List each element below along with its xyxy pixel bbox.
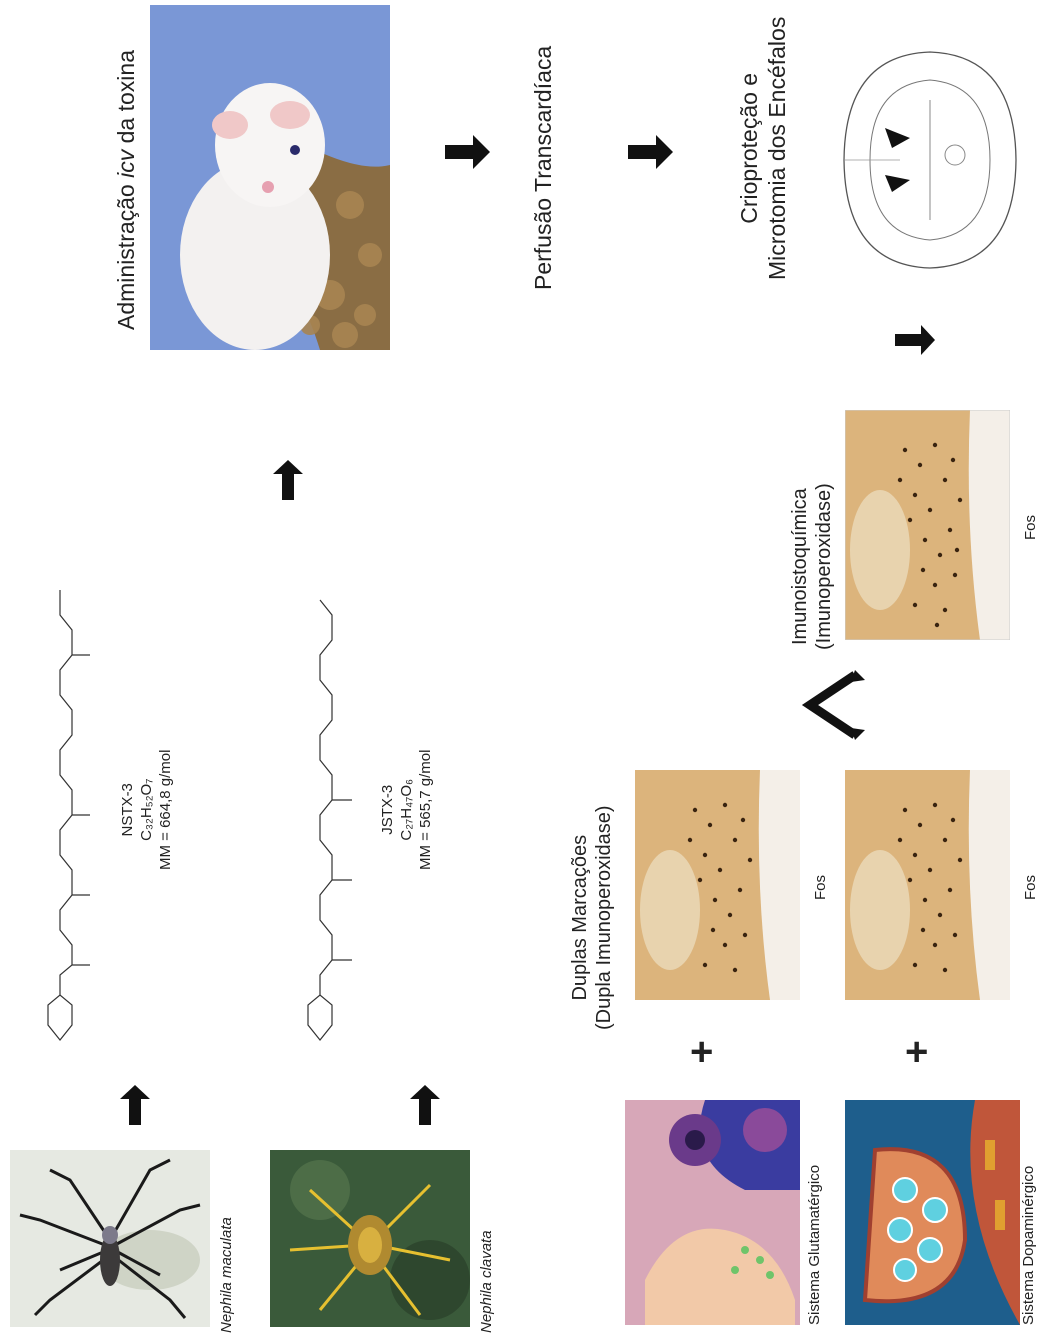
arrow-right-icon xyxy=(120,1085,150,1125)
rat-photo xyxy=(150,5,390,350)
toxin-2-formula: C₂₇H₄₇O₆ xyxy=(397,750,416,870)
toxin-1-name: NSTX-3 xyxy=(118,750,137,870)
spider-photo-nephila-clavata xyxy=(270,1150,470,1327)
step-ihc-label: Imunoistoquímica (Imunoperoxidase) xyxy=(788,483,836,650)
system-label-dopaminergic: Sistema Dopaminérgico xyxy=(1020,1166,1037,1325)
plus-sign: + xyxy=(690,1030,713,1075)
toxin-2-info: JSTX-3 C₂₇H₄₇O₆ MM = 565,7 g/mol xyxy=(378,750,435,870)
nstx3-chemical-structure xyxy=(30,570,120,1050)
fos-micrograph-single xyxy=(845,410,1010,640)
jstx3-chemical-structure xyxy=(290,580,380,1050)
system-label-glutamatergic: Sistema Glutamatérgico xyxy=(806,1165,823,1325)
fos-label-double-1: Fos xyxy=(812,875,829,900)
toxin-2-name: JSTX-3 xyxy=(378,750,397,870)
fos-label-single: Fos xyxy=(1022,515,1039,540)
toxin-1-formula: C₃₂H₅₂O₇ xyxy=(137,750,156,870)
brain-section-diagram xyxy=(830,40,1030,280)
step-administration-label: Administração icv da toxina xyxy=(113,50,140,330)
arrow-right-icon xyxy=(410,1085,440,1125)
fos-micrograph-double-1 xyxy=(635,770,800,1000)
fos-label-double-2: Fos xyxy=(1022,875,1039,900)
toxin-2-mass: MM = 565,7 g/mol xyxy=(416,750,435,870)
arrow-up-icon xyxy=(268,460,308,500)
branch-arrow-icon xyxy=(785,670,865,740)
plus-sign: + xyxy=(905,1030,928,1075)
fos-micrograph-double-2 xyxy=(845,770,1010,1000)
arrow-right-icon xyxy=(628,135,673,170)
spider-label-clavata: Nephila clavata xyxy=(478,1230,495,1333)
step-double-label: Duplas Marcações (Dupla Imunoperoxidase) xyxy=(568,805,616,1030)
spider-photo-nephila-maculata xyxy=(10,1150,210,1327)
arrow-down-icon xyxy=(895,320,935,360)
spider-label-maculata: Nephila maculata xyxy=(218,1217,235,1333)
toxin-1-info: NSTX-3 C₃₂H₅₂O₇ MM = 664,8 g/mol xyxy=(118,750,175,870)
step-cryo-label: Crioproteção e Microtomia dos Encéfalos xyxy=(735,17,791,280)
step-perfusion-label: Perfusão Transcardíaca xyxy=(530,46,557,290)
arrow-right-icon xyxy=(445,135,490,170)
dopaminergic-illustration xyxy=(845,1100,1020,1325)
glutamatergic-illustration xyxy=(625,1100,800,1325)
toxin-1-mass: MM = 664,8 g/mol xyxy=(156,750,175,870)
